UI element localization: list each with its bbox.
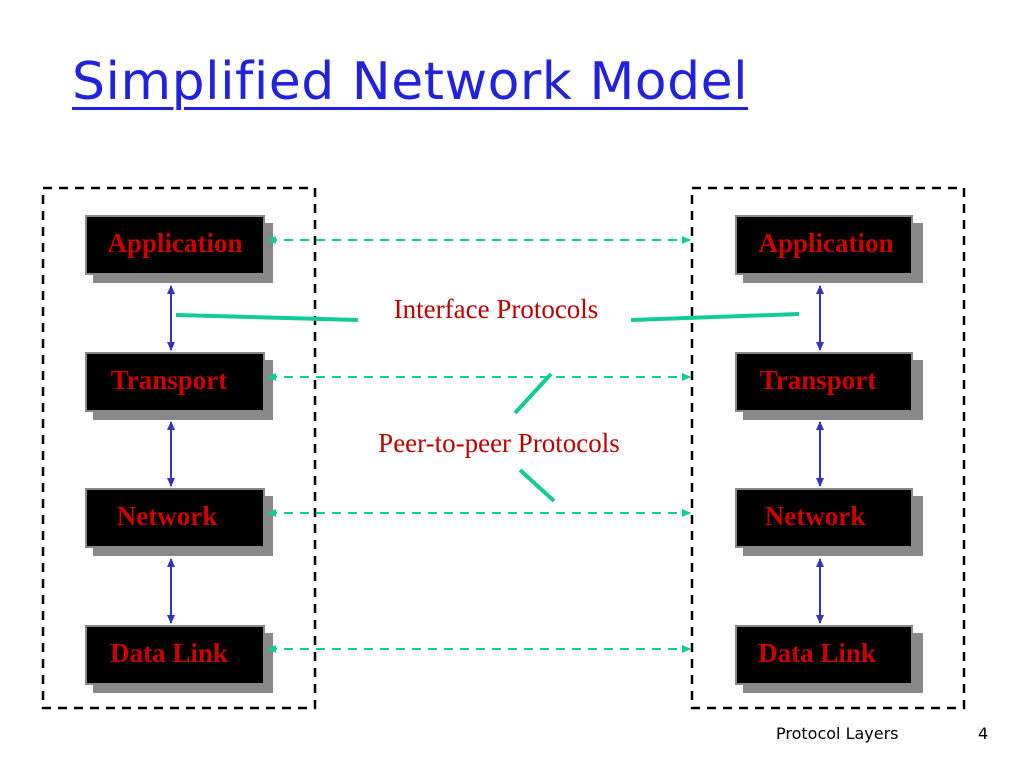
peer-callout-line-bottom: [518, 468, 556, 503]
layer-label: Network: [117, 501, 217, 531]
left-layer-transport: Transport: [85, 352, 273, 420]
peer-callout-line-top: [513, 372, 553, 415]
layer-label: Network: [765, 501, 865, 531]
interface-protocols-label: Interface Protocols: [394, 294, 599, 324]
page-number: 4: [978, 724, 989, 743]
layer-label: Transport: [760, 365, 877, 395]
right-layer-network: Network: [735, 488, 923, 556]
right-host-boundary: [690, 186, 966, 710]
right-layer-transport: Transport: [735, 352, 923, 420]
left-layer-application: Application: [85, 215, 273, 283]
layer-label: Data Link: [758, 638, 876, 668]
layer-label: Application: [758, 228, 893, 258]
interface-callout-line-left: [175, 313, 359, 322]
right-layer-data-link: Data Link: [735, 625, 923, 693]
peer-protocols-label: Peer-to-peer Protocols: [378, 428, 620, 458]
layer-label: Data Link: [110, 638, 228, 668]
left-layer-data-link: Data Link: [85, 625, 273, 693]
layer-label: Application: [107, 228, 242, 258]
interface-callout-line-right: [630, 312, 800, 322]
footer-label: Protocol Layers: [776, 724, 899, 743]
layer-label: Transport: [111, 365, 228, 395]
right-layer-application: Application: [735, 215, 923, 283]
slide-title: Simplified Network Model: [72, 52, 749, 112]
left-host-boundary: [41, 186, 317, 710]
left-layer-network: Network: [85, 488, 273, 556]
